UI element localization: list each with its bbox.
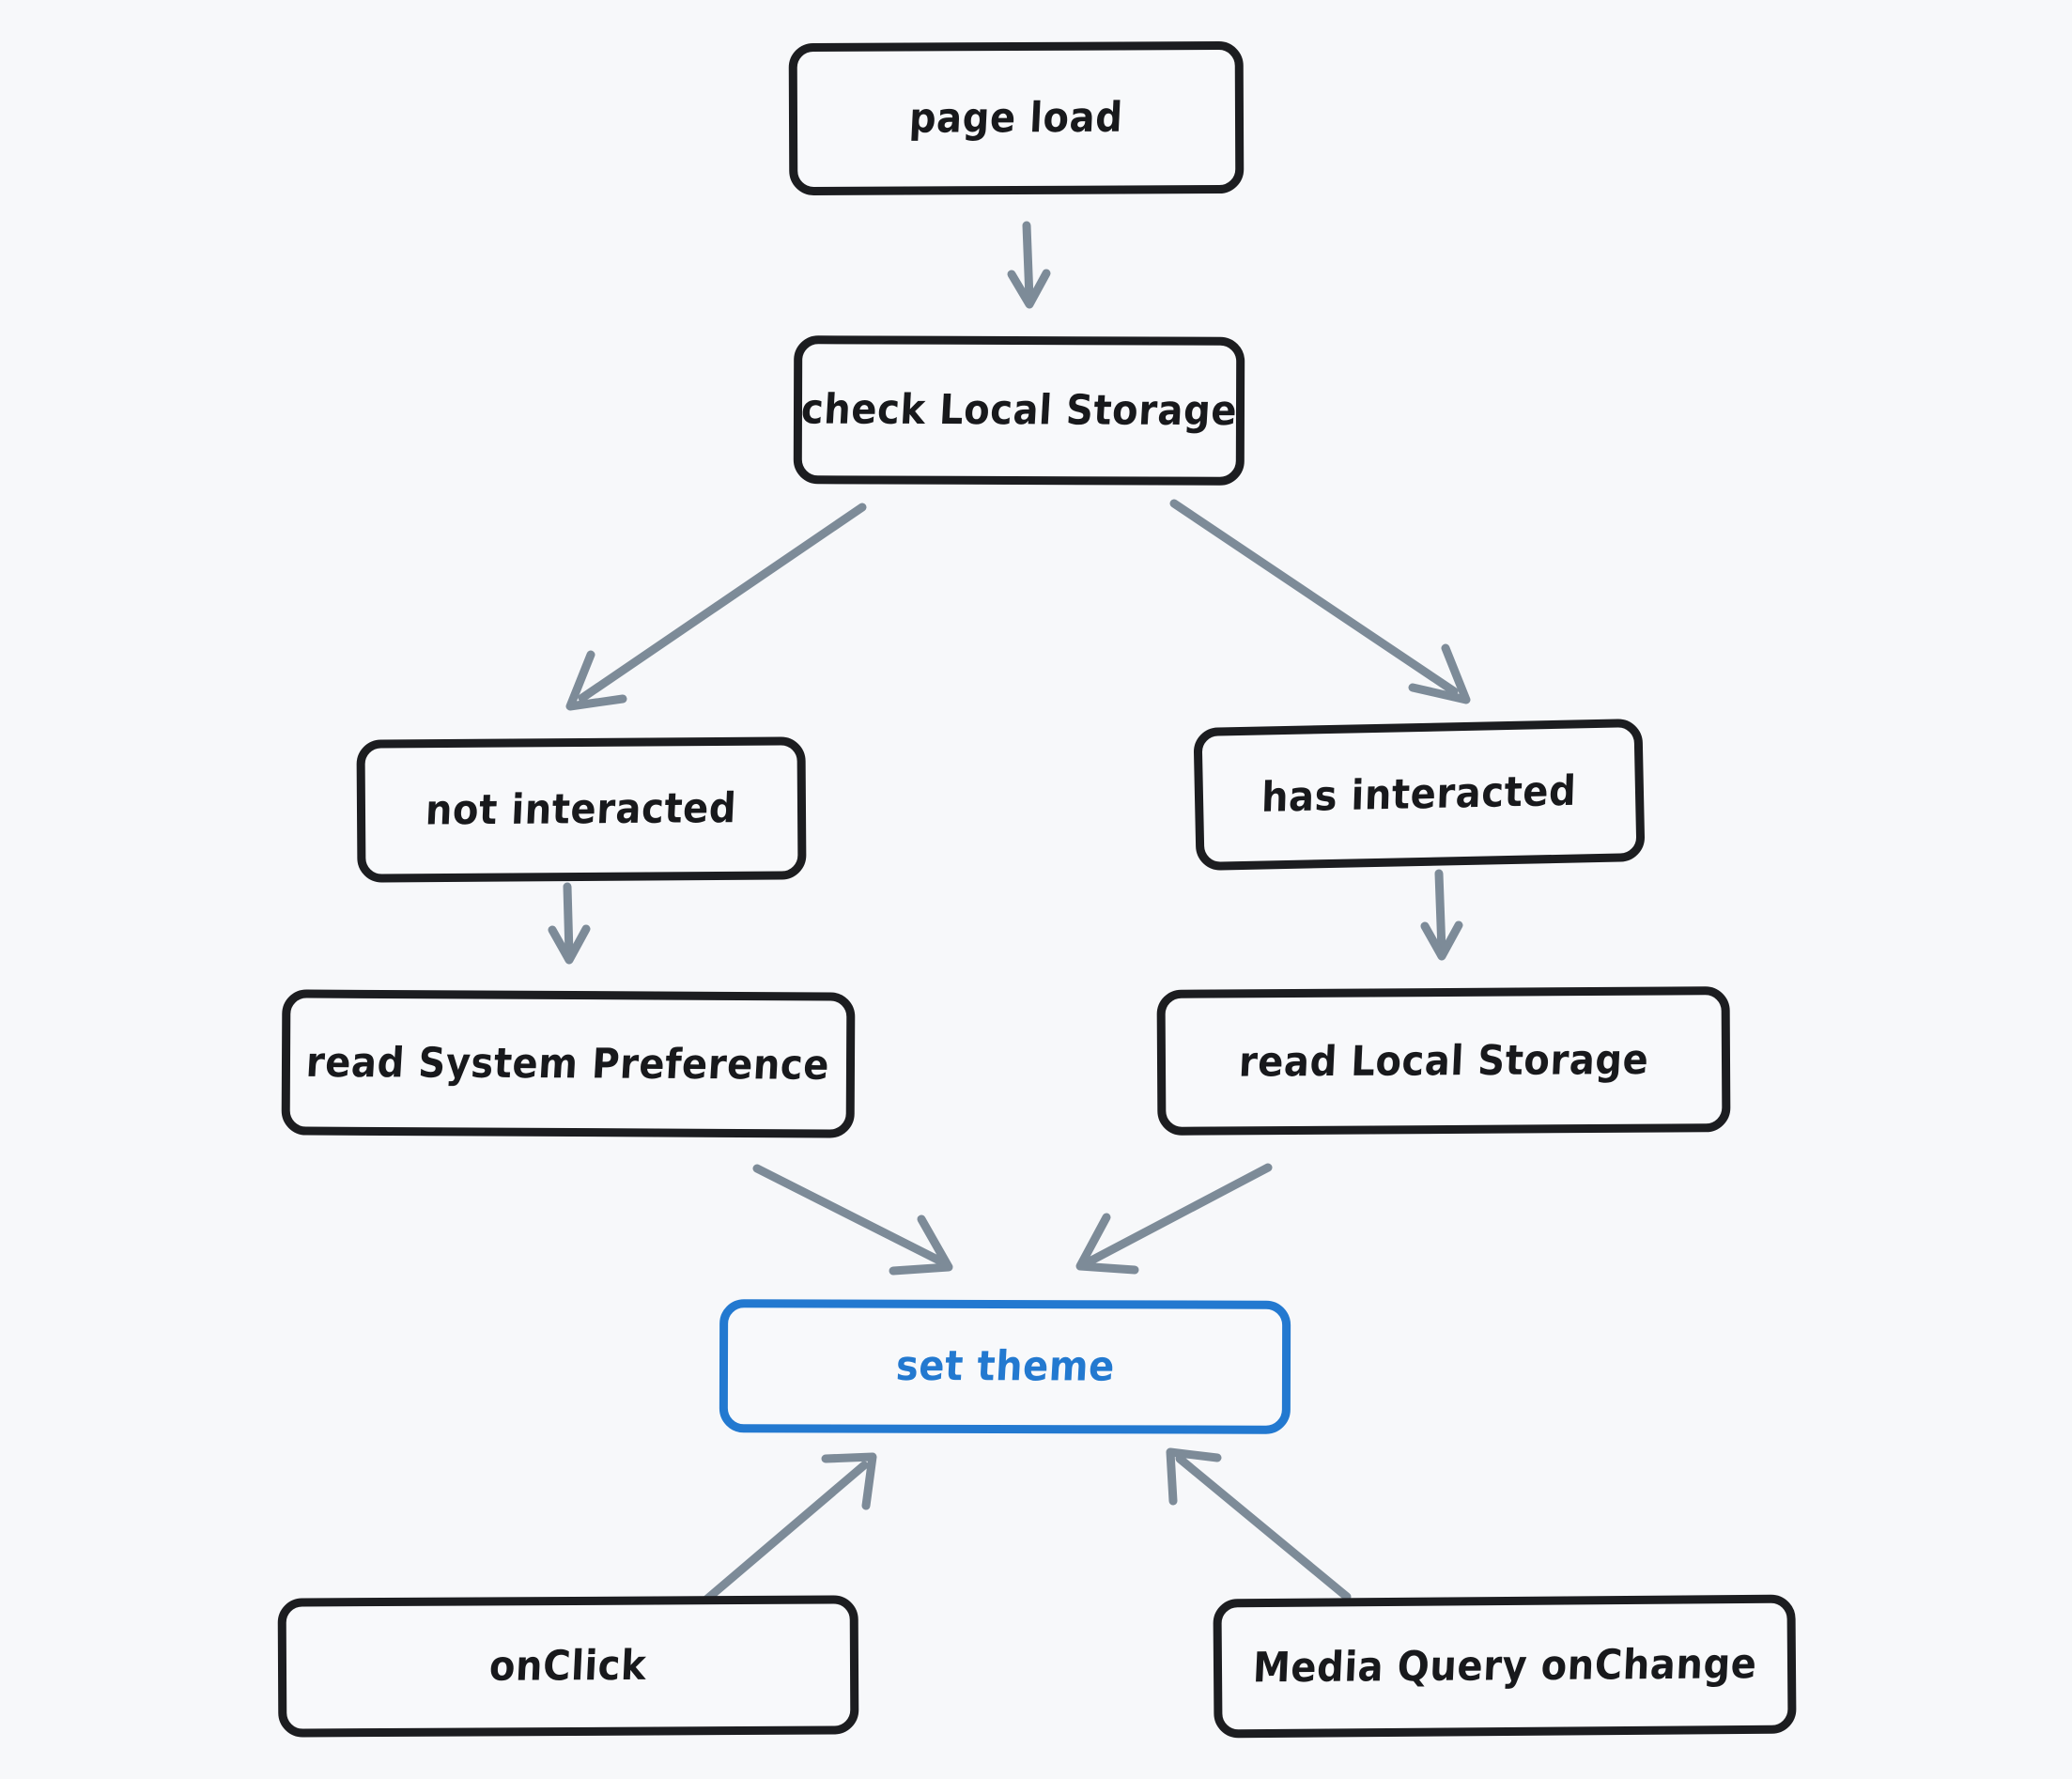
edge-onclick-settheme bbox=[702, 1452, 877, 1604]
node-check-local-storage[interactable]: check Local Storage bbox=[793, 335, 1245, 486]
node-onclick[interactable]: onClick bbox=[277, 1595, 859, 1738]
node-label: page load bbox=[908, 94, 1124, 143]
node-read-system-preference[interactable]: read System Preference bbox=[281, 989, 856, 1138]
node-set-theme[interactable]: set theme bbox=[719, 1299, 1291, 1434]
node-label: Media Query onChange bbox=[1251, 1640, 1758, 1693]
edge-mediaquery-settheme bbox=[1166, 1447, 1352, 1601]
edge-notinteracted-syspref bbox=[548, 882, 591, 965]
edge-syspref-settheme bbox=[752, 1164, 953, 1276]
edge-pageload-checkls bbox=[1007, 221, 1051, 309]
node-label: check Local Storage bbox=[799, 385, 1239, 436]
node-label: not interacted bbox=[425, 784, 738, 835]
node-label: set theme bbox=[894, 1342, 1116, 1391]
node-has-interacted[interactable]: has interacted bbox=[1193, 719, 1646, 871]
node-media-query-onchange[interactable]: Media Query onChange bbox=[1213, 1594, 1797, 1739]
edge-readls-settheme bbox=[1075, 1163, 1273, 1275]
node-read-local-storage[interactable]: read Local Storage bbox=[1156, 986, 1731, 1136]
edge-checkls-notinteracted bbox=[565, 503, 867, 711]
node-page-load[interactable]: page load bbox=[788, 40, 1245, 196]
node-label: has interacted bbox=[1260, 767, 1578, 822]
edge-hasinteracted-readls bbox=[1420, 869, 1463, 961]
edge-checkls-hasinteracted bbox=[1169, 499, 1471, 704]
node-label: onClick bbox=[488, 1642, 648, 1691]
node-not-interacted[interactable]: not interacted bbox=[356, 736, 807, 883]
node-label: read Local Storage bbox=[1237, 1035, 1650, 1087]
node-label: read System Preference bbox=[305, 1038, 831, 1090]
